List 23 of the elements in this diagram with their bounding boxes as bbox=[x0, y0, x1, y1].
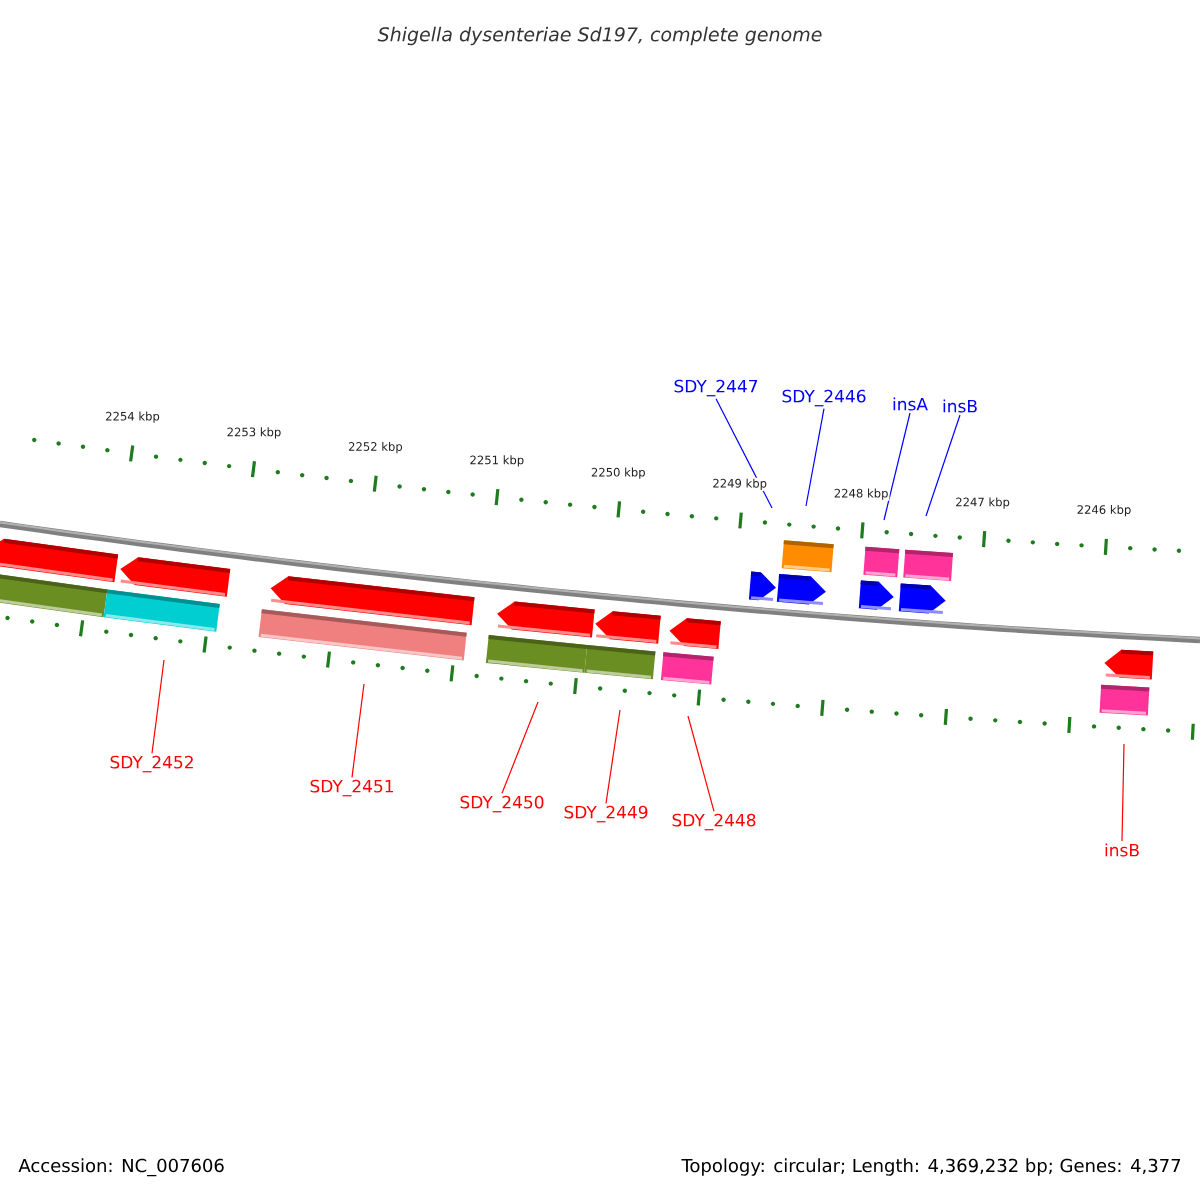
gene-label: SDY_2446 bbox=[782, 389, 866, 407]
gene-label: SDY_2449 bbox=[564, 805, 648, 823]
leader-line bbox=[605, 709, 621, 804]
gene-label: insB bbox=[1105, 843, 1139, 857]
leader-line bbox=[883, 412, 911, 521]
leader-line bbox=[351, 683, 365, 778]
leader-line bbox=[687, 715, 715, 812]
footer-text: Accession: NC_007606 bbox=[18, 1158, 224, 1177]
gene-label: insA bbox=[893, 397, 928, 411]
leader-line bbox=[151, 659, 165, 754]
gene-label: SDY_2451 bbox=[310, 779, 393, 797]
gene-label: SDY_2452 bbox=[110, 755, 193, 773]
leader-line bbox=[925, 414, 961, 517]
leader-line bbox=[805, 408, 825, 507]
gene-label: SDY_2450 bbox=[460, 795, 544, 813]
gene-label: insB bbox=[943, 399, 977, 413]
gene-label: SDY_2447 bbox=[674, 379, 758, 397]
leader-line bbox=[715, 398, 773, 509]
leader-line bbox=[1121, 743, 1125, 842]
gene-label: SDY_2448 bbox=[672, 813, 756, 831]
footer-text: Topology: circular; Length: 4,369,232 bp; Genes: 4,377 bbox=[681, 1158, 1181, 1176]
title: Shigella dysenteriae Sd197, complete genome bbox=[377, 26, 822, 46]
leader-line bbox=[501, 701, 539, 794]
